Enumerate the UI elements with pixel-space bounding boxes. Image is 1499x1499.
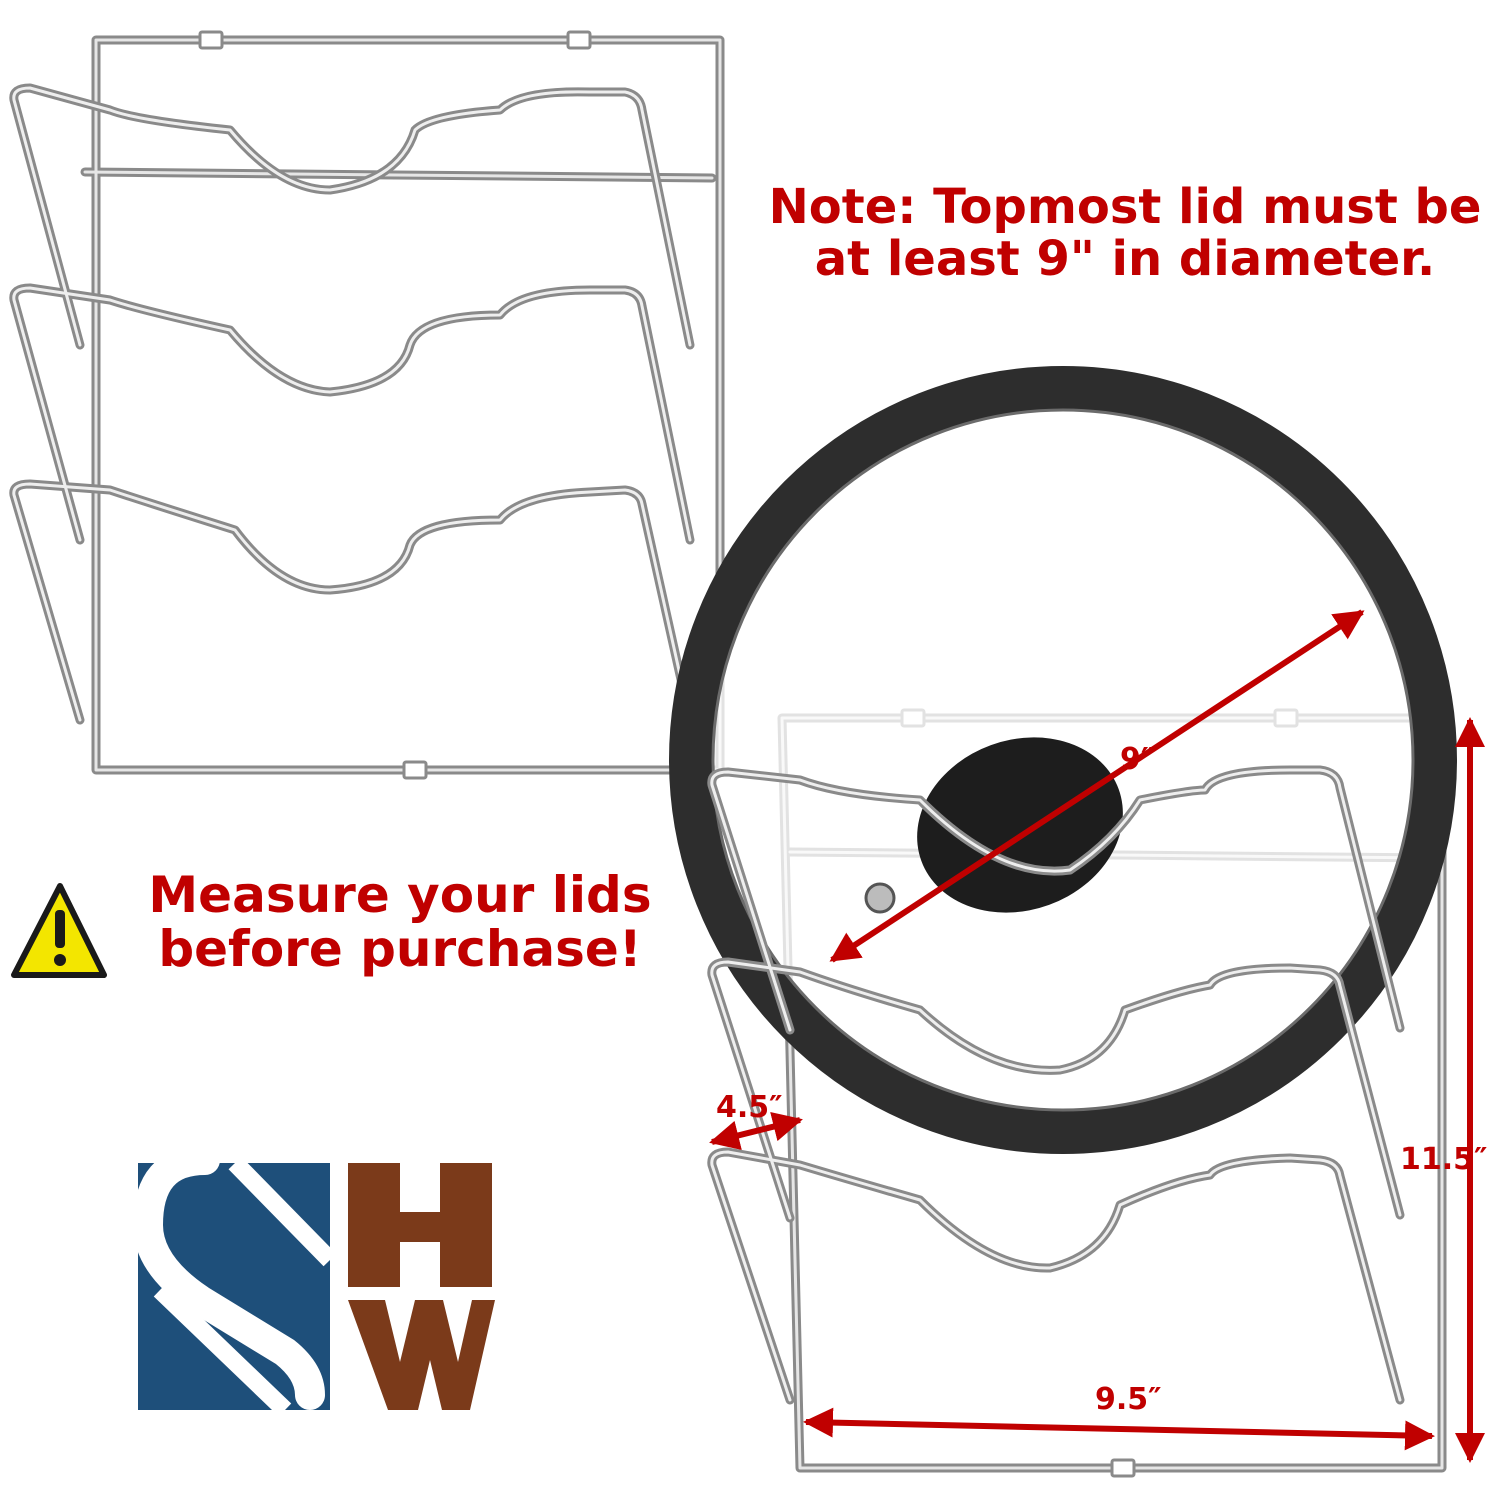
dimension-arrows bbox=[709, 609, 1485, 1463]
mount-tab bbox=[198, 30, 592, 780]
pot-lid bbox=[669, 366, 1457, 1154]
depth-label: 4.5″ bbox=[716, 1090, 783, 1125]
width-label: 9.5″ bbox=[1095, 1382, 1162, 1417]
topmost-lid-note: Note: Topmost lid must be at least 9" in… bbox=[768, 179, 1482, 287]
left-lid-rack bbox=[9, 30, 725, 780]
height-label: 11.5″ bbox=[1400, 1142, 1488, 1177]
lid-diameter-label: 9″ bbox=[1120, 742, 1155, 777]
logo-letter-w bbox=[348, 1300, 495, 1410]
logo-letter-h bbox=[348, 1163, 492, 1287]
logo-letter-s bbox=[132, 1145, 337, 1417]
warning-triangle-icon bbox=[11, 883, 107, 978]
width-arrow bbox=[803, 1407, 1435, 1451]
shw-logo bbox=[132, 1145, 495, 1417]
depth-arrow bbox=[709, 1111, 803, 1151]
steam-vent bbox=[864, 882, 896, 914]
measure-lids-warning: Measure your lids before purchase! bbox=[148, 866, 652, 978]
diameter-arrow bbox=[829, 609, 1365, 963]
